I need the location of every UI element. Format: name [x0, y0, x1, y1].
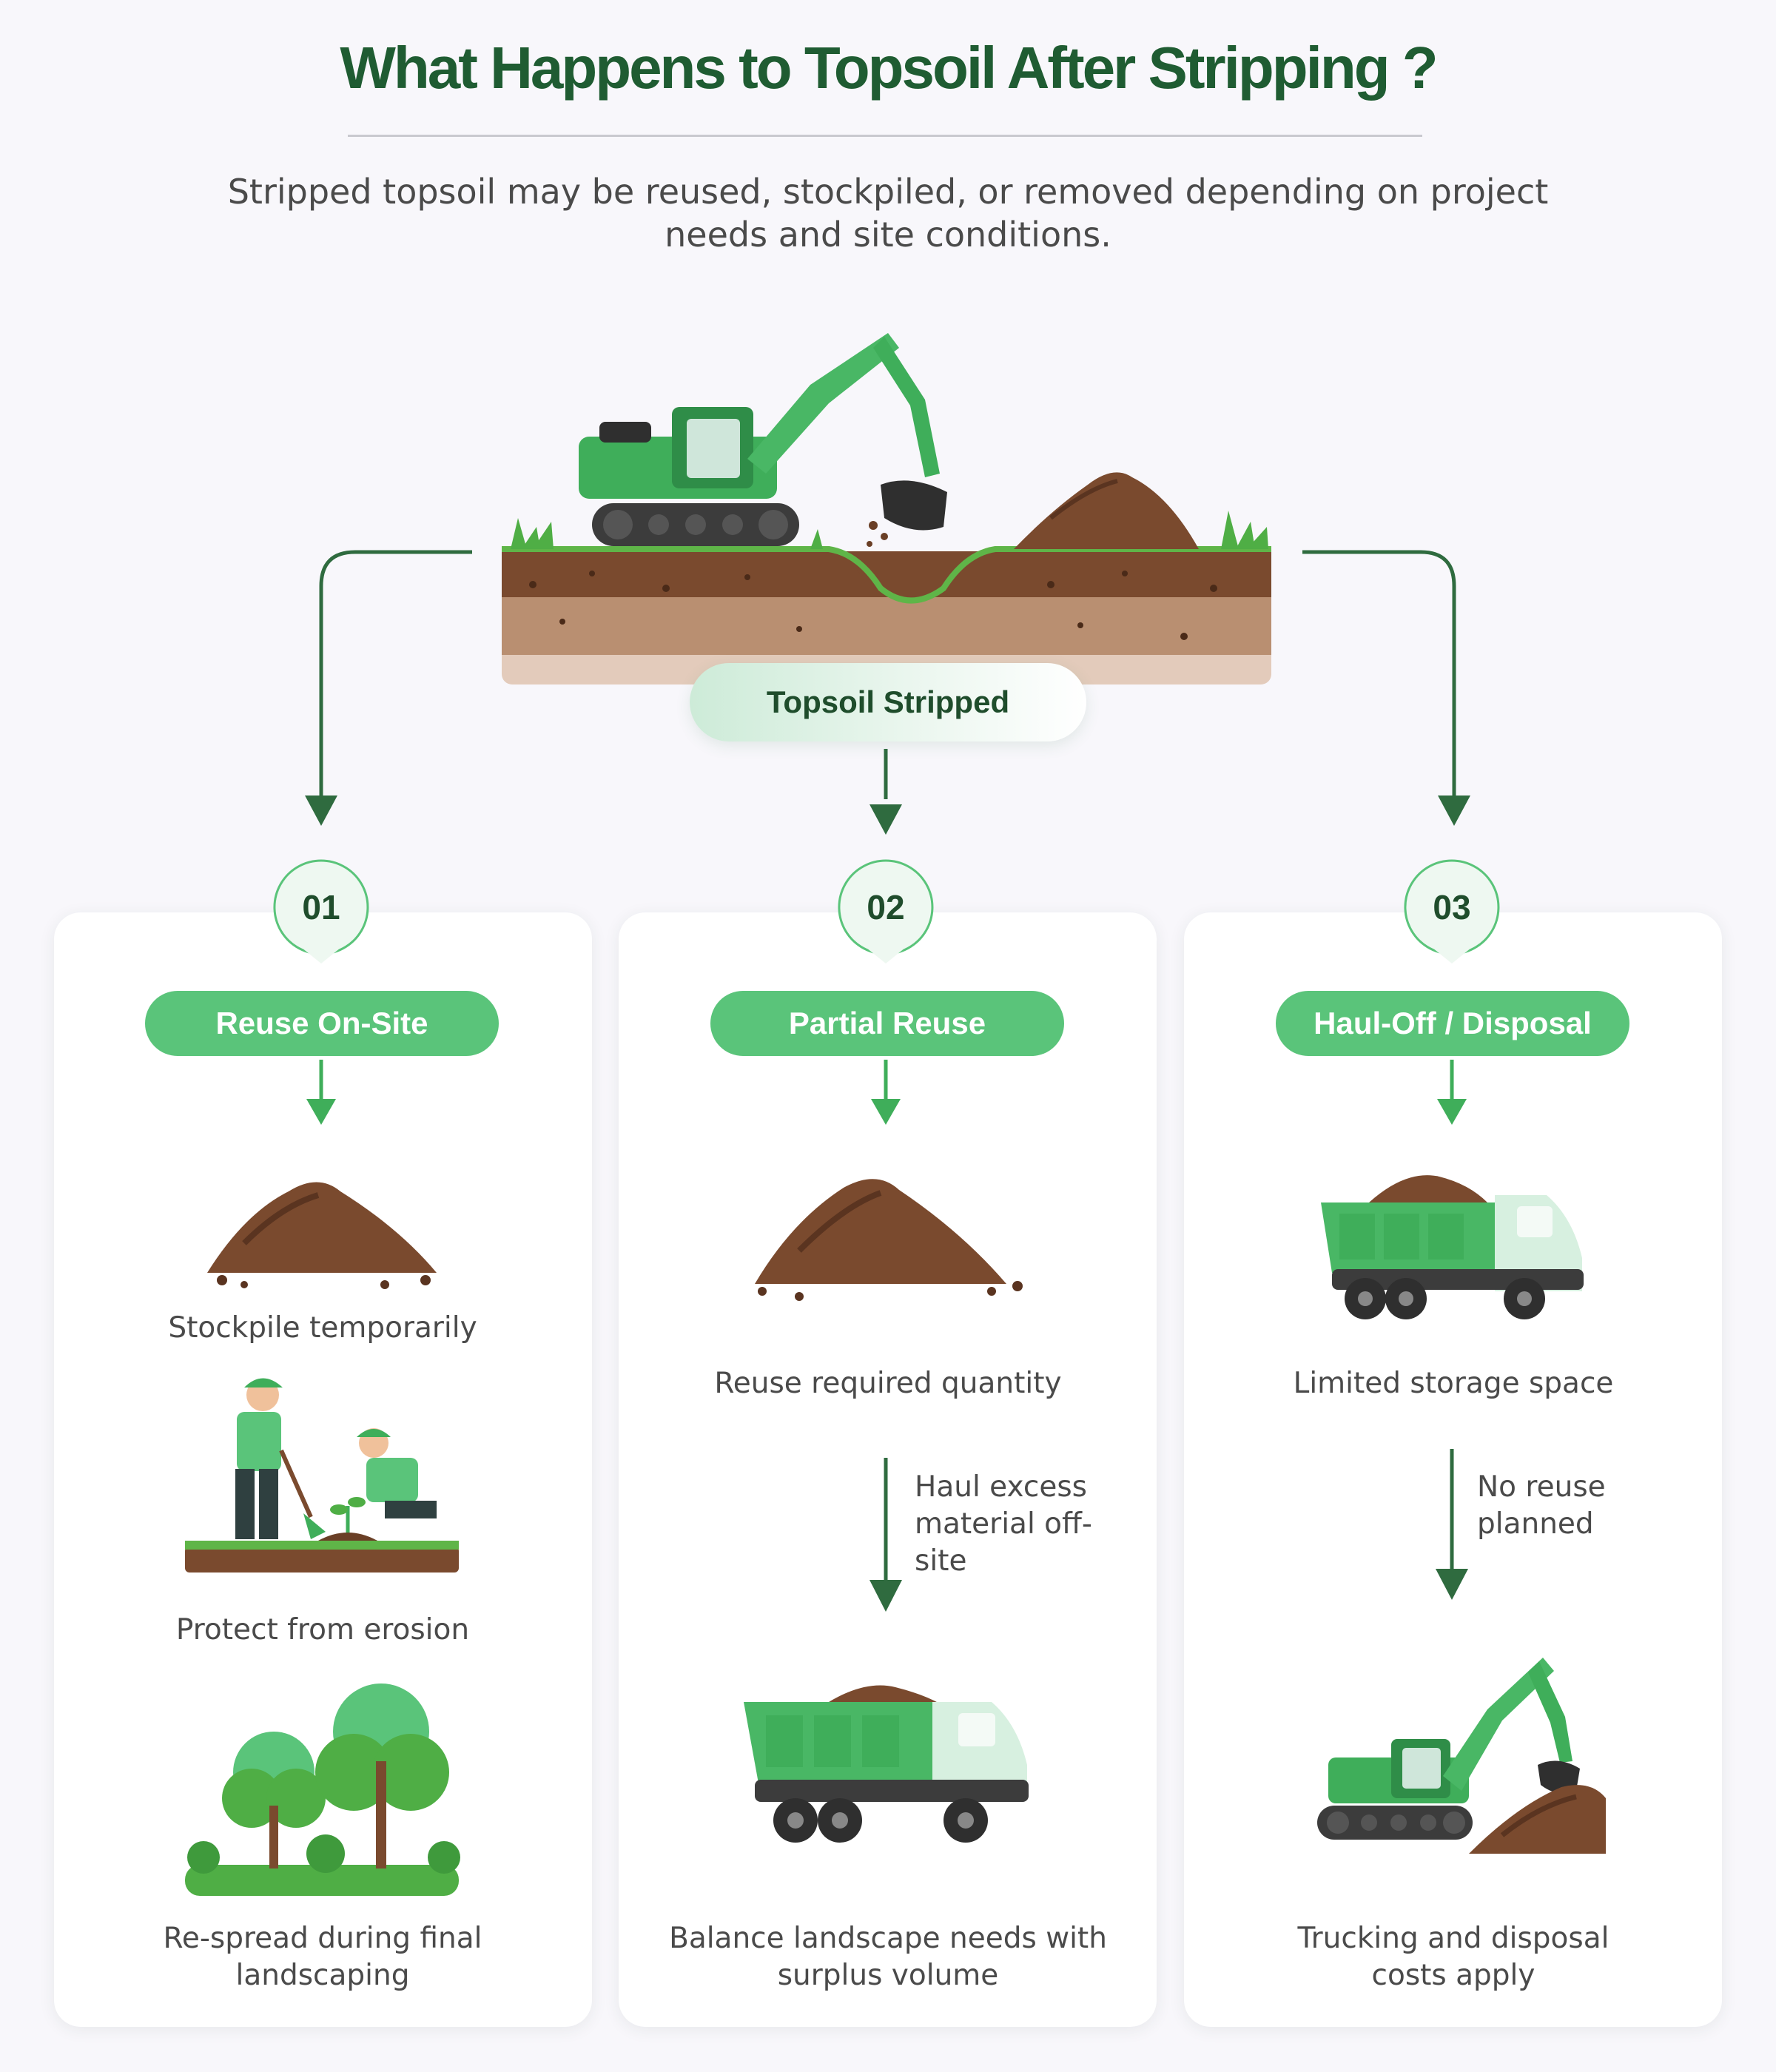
badge-path-2: 02: [867, 888, 905, 926]
pill-reuse-on-site: Reuse On-Site: [145, 991, 499, 1056]
excavator-illustration: [579, 333, 947, 547]
note-no-reuse-planned: No reuse planned: [1477, 1470, 1606, 1541]
soil-pile-icon-2: [755, 1179, 1023, 1301]
title-divider: [348, 135, 1422, 137]
step-re-spread-final-landscaping: Re-spread during final landscaping: [163, 1922, 482, 1992]
step-limited-storage-space: Limited storage space: [1293, 1367, 1614, 1400]
pill-partial-reuse: Partial Reuse: [710, 991, 1064, 1056]
soil-pile-icon: [207, 1182, 437, 1289]
pill-haul-off-disposal: Haul-Off / Disposal: [1276, 991, 1629, 1056]
badge-path-1: 01: [302, 888, 340, 926]
trees-landscaping-illustration: [185, 1684, 460, 1896]
source-label-chip: Topsoil Stripped: [690, 663, 1086, 741]
arrow-disposal-down: [1436, 1449, 1468, 1600]
dump-truck-illustration: [744, 1685, 1029, 1843]
workers-planting-illustration: [185, 1378, 459, 1572]
note-haul-excess-material: Haul excess material off-site: [915, 1470, 1092, 1578]
page-title: What Happens to Topsoil After Stripping …: [340, 35, 1438, 101]
step-balance-landscape-needs: Balance landscape needs with surplus vol…: [669, 1922, 1107, 1992]
step-stockpile-temporarily: Stockpile temporarily: [168, 1311, 477, 1345]
number-badge-shapes: [273, 859, 1500, 963]
step-trucking-disposal-costs: Trucking and disposal costs apply: [1297, 1922, 1610, 1992]
page-subtitle: Stripped topsoil may be reused, stockpil…: [227, 172, 1549, 255]
excavator-loading-illustration: [1317, 1658, 1606, 1854]
step-reuse-required-quantity: Reuse required quantity: [714, 1367, 1062, 1400]
dump-truck-illustration-2: [1321, 1175, 1584, 1319]
flow-arrowheads-top: [305, 796, 1470, 835]
pill-arrows: [319, 1060, 1454, 1103]
flow-arrows-top: [319, 550, 1456, 799]
step-protect-from-erosion: Protect from erosion: [175, 1613, 470, 1646]
badge-path-3: 03: [1433, 888, 1471, 926]
soil-cross-section-illustration: [502, 472, 1271, 684]
arrow-partial-reuse-down: [870, 1458, 902, 1612]
